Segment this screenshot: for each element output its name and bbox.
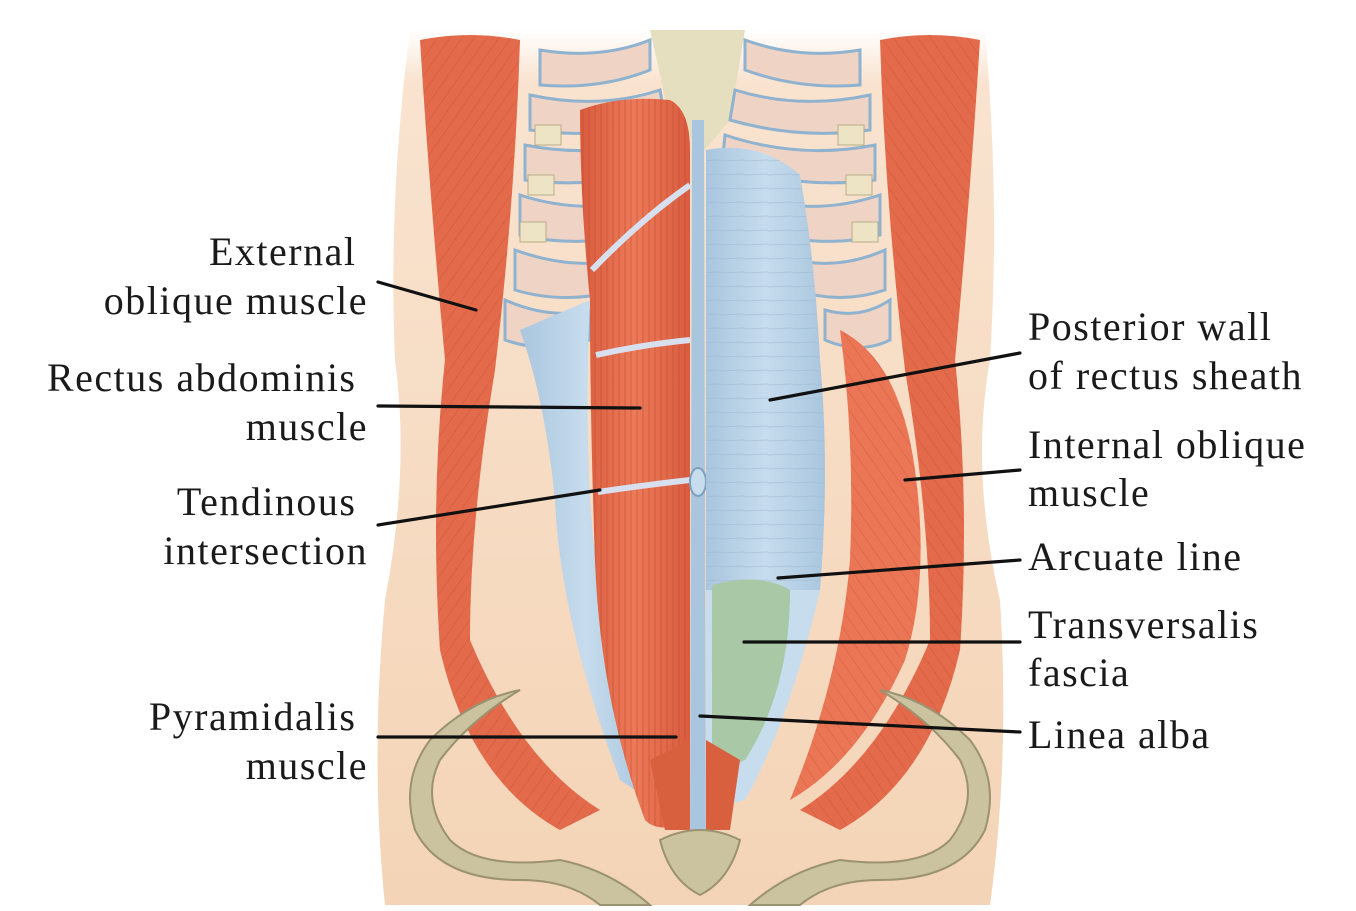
label-arcuate-line: Arcuate line bbox=[1028, 534, 1243, 579]
label-rectus-abdominis: Rectus abdominis muscle bbox=[47, 355, 368, 449]
label-pyramidalis: Pyramidalis muscle bbox=[149, 694, 368, 788]
label-transversalis-fascia: Transversalis fascia bbox=[1028, 602, 1271, 695]
linea-alba bbox=[690, 120, 706, 880]
label-posterior-wall: Posterior wall of rectus sheath bbox=[1028, 304, 1303, 398]
label-linea-alba: Linea alba bbox=[1028, 712, 1211, 757]
label-external-oblique: External oblique muscle bbox=[104, 229, 368, 323]
label-tendinous-intersection: Tendinous intersection bbox=[163, 479, 368, 573]
labels-left: External oblique muscle Rectus abdominis… bbox=[47, 229, 368, 788]
label-internal-oblique: Internal oblique muscle bbox=[1028, 422, 1318, 515]
labels-right: Posterior wall of rectus sheath Internal… bbox=[1028, 304, 1318, 757]
leader-rectus-abdominis bbox=[378, 406, 640, 408]
